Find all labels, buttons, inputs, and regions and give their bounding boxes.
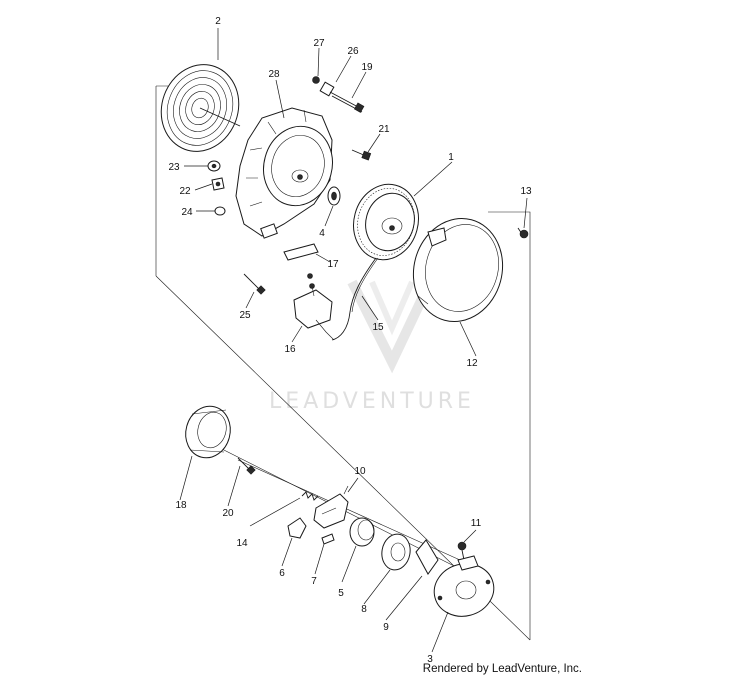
- callout-15: 15: [372, 322, 384, 333]
- callout-21: 21: [378, 124, 390, 135]
- callout-3: 3: [427, 654, 433, 665]
- bolt-stack-upper: [312, 76, 365, 113]
- callout-12: 12: [466, 358, 478, 369]
- callout-28: 28: [268, 69, 280, 80]
- callout-26: 26: [347, 46, 359, 57]
- callout-24: 24: [181, 207, 193, 218]
- mounting-plate: [433, 555, 495, 617]
- starter-housing: [235, 107, 333, 239]
- starter-rope: [331, 257, 379, 341]
- bolt-11: [457, 541, 467, 561]
- pin-7: [321, 533, 335, 545]
- callout-25: 25: [239, 310, 251, 321]
- small-hardware-left: [207, 160, 226, 216]
- callout-7: 7: [311, 576, 317, 587]
- ratchet-bracket: [313, 485, 349, 529]
- washer-8: [381, 533, 411, 571]
- callout-17: 17: [327, 259, 339, 270]
- leadventure-watermark: LEADVENTURE: [269, 279, 475, 414]
- callout-13: 13: [520, 186, 532, 197]
- bolt-21: [351, 149, 372, 161]
- bolt-25: [243, 273, 266, 295]
- starter-handle: [293, 283, 335, 341]
- recoil-spring: [160, 64, 241, 152]
- leader-lines: [179, 28, 528, 653]
- callout-9: 9: [383, 622, 389, 633]
- callout-5: 5: [338, 588, 344, 599]
- render-credit: Rendered by LeadVenture, Inc.: [423, 663, 582, 675]
- callout-20: 20: [222, 508, 234, 519]
- callout-18: 18: [175, 500, 187, 511]
- clip-17: [283, 243, 319, 279]
- callout-4: 4: [319, 228, 325, 239]
- callout-10: 10: [354, 466, 366, 477]
- cover-bolt-13: [517, 227, 529, 239]
- ratchet-pawl: [287, 517, 307, 539]
- watermark-text: LEADVENTURE: [269, 389, 475, 414]
- pulley: [353, 183, 419, 261]
- washer-4: [327, 186, 341, 206]
- callout-16: 16: [284, 344, 296, 355]
- flange-18: [185, 405, 231, 459]
- collar-5: [349, 517, 375, 547]
- bolt-20: [237, 457, 256, 475]
- callout-27: 27: [313, 38, 325, 49]
- callout-labels: 2 27 26 19 28 21 23 22 24 4 1 13 17 15 1…: [168, 16, 532, 665]
- callout-1: 1: [448, 152, 454, 163]
- callout-11: 11: [471, 518, 482, 529]
- spring-plate-9: [415, 539, 439, 575]
- spring-14: [301, 491, 319, 501]
- callout-23: 23: [168, 162, 180, 173]
- callout-8: 8: [361, 604, 367, 615]
- callout-22: 22: [179, 186, 191, 197]
- callout-14: 14: [236, 538, 248, 549]
- callout-2: 2: [215, 16, 221, 27]
- callout-6: 6: [279, 568, 285, 579]
- starter-cover: [412, 217, 504, 323]
- callout-19: 19: [361, 62, 373, 73]
